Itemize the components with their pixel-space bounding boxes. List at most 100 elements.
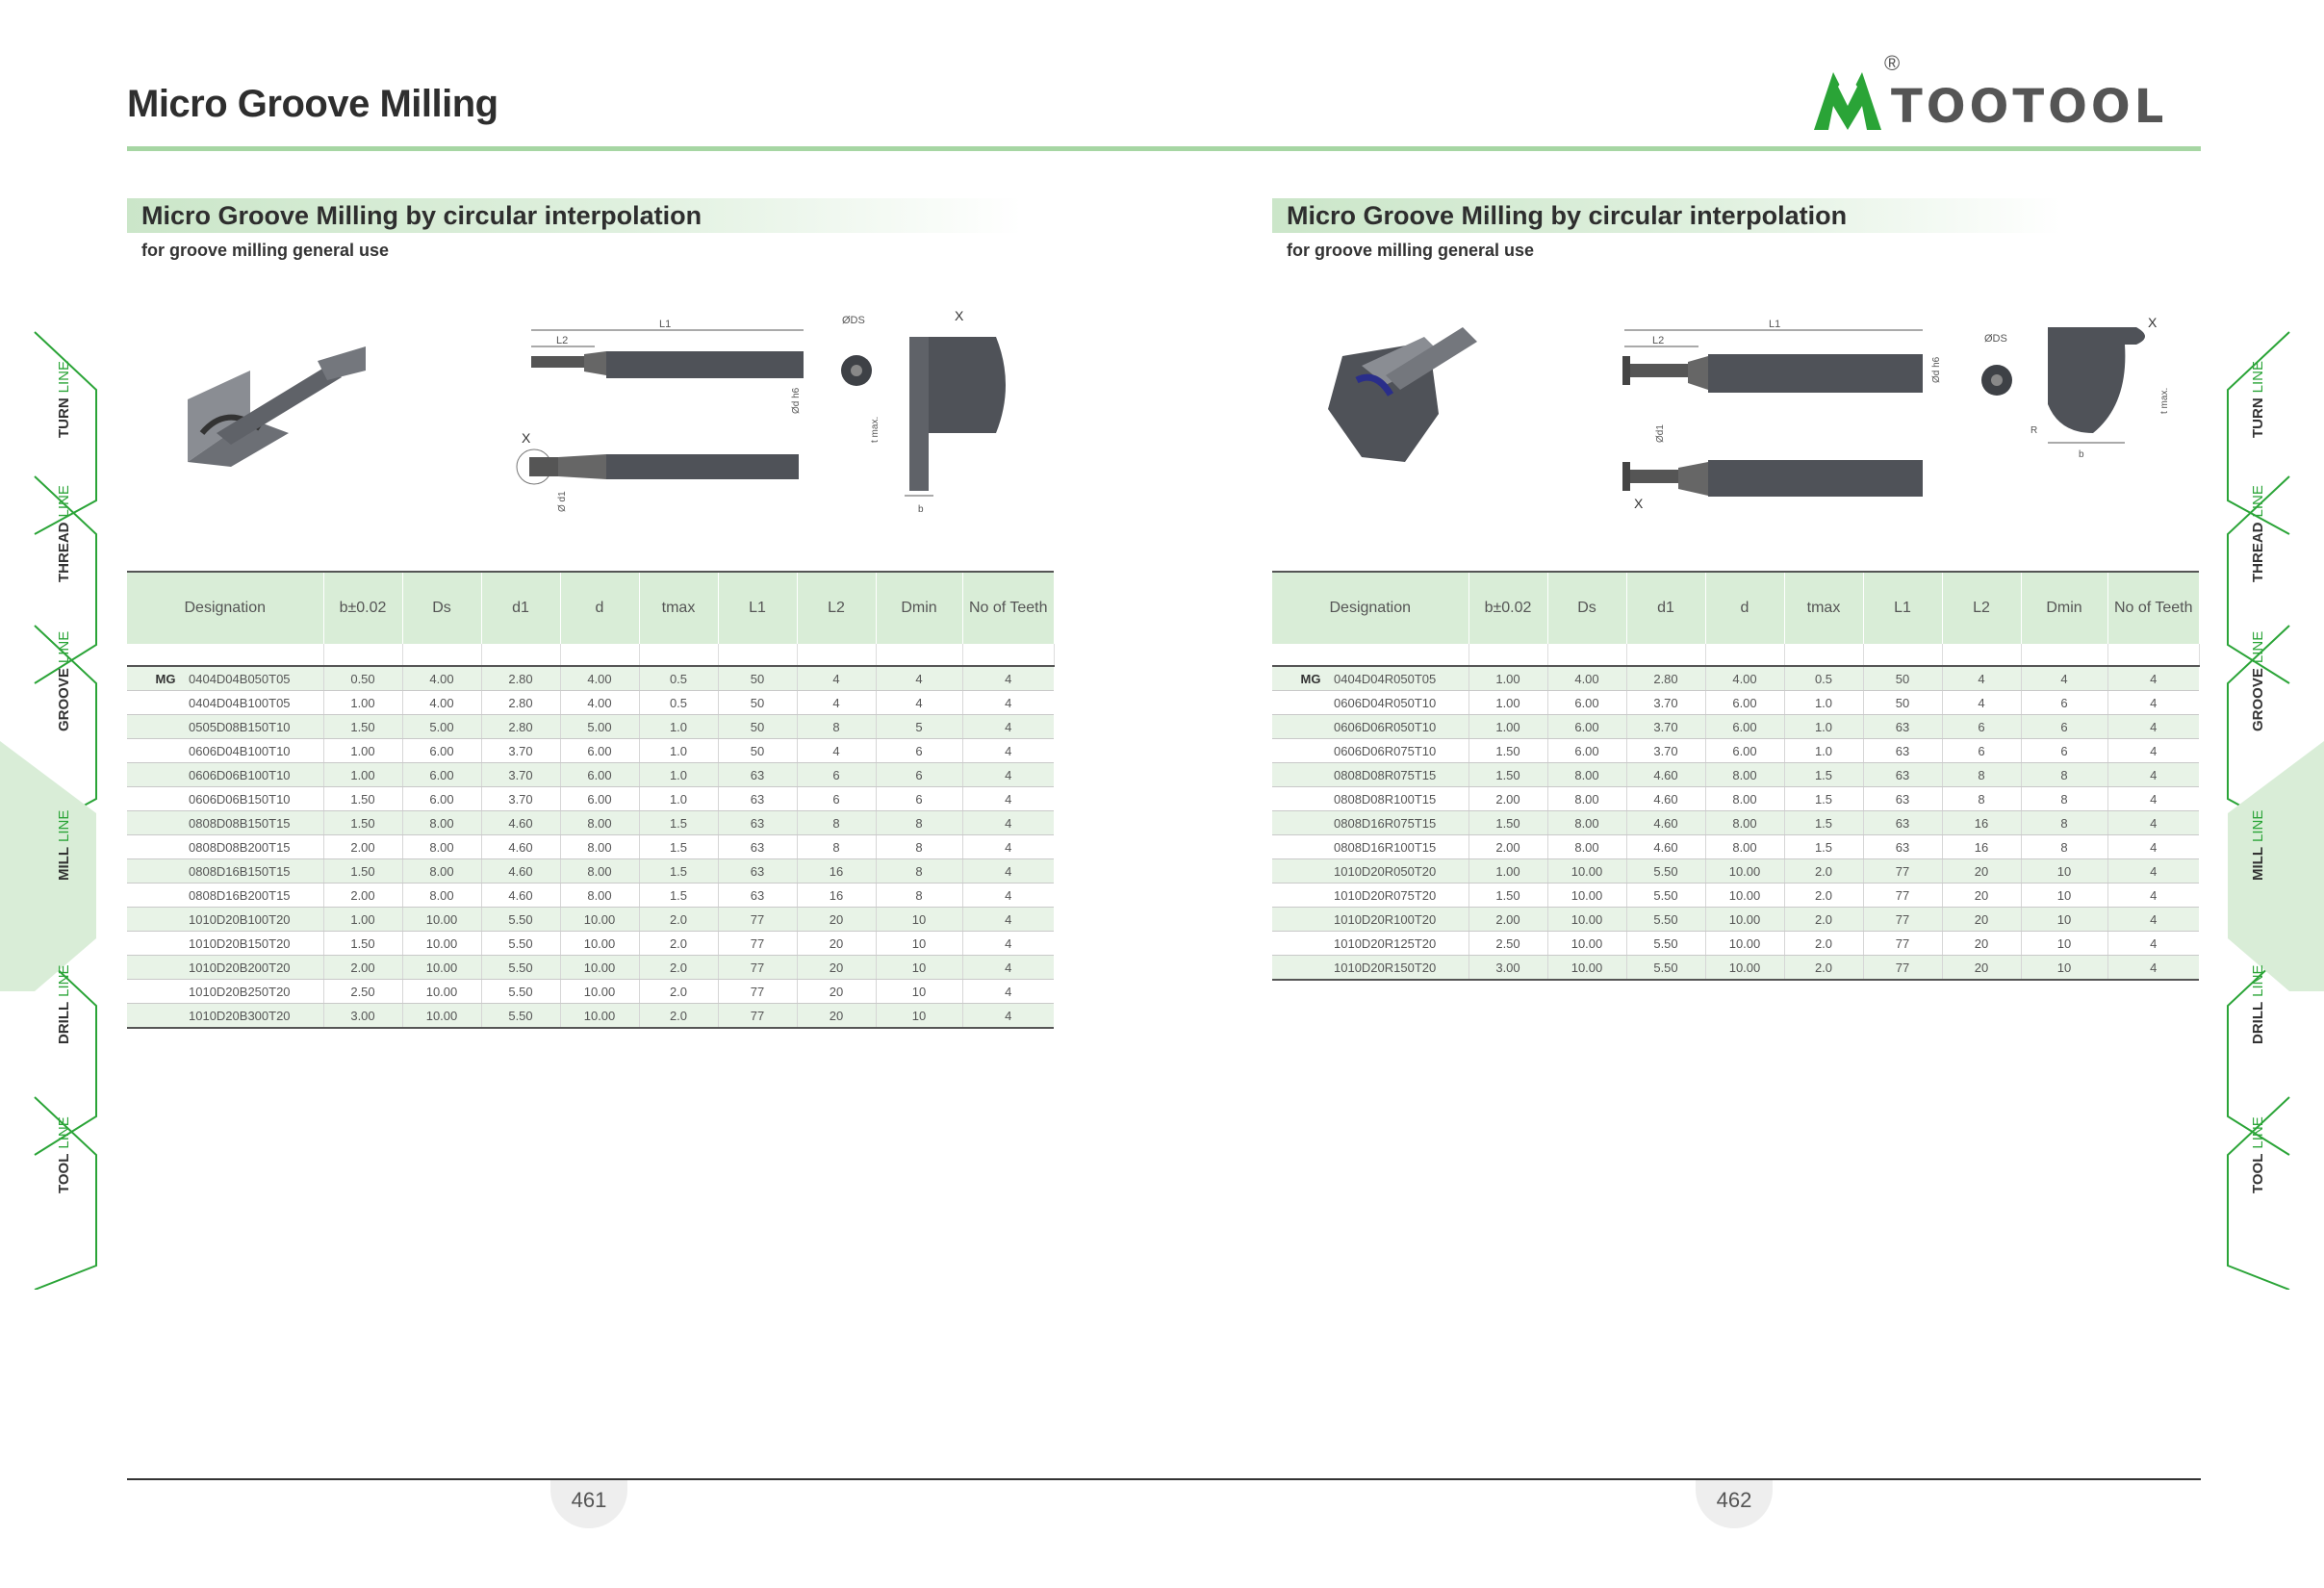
side-tab-drill[interactable]: DRILLLINE	[56, 881, 79, 1044]
value-cell: 8.00	[560, 834, 640, 859]
value-cell: 77	[718, 931, 798, 956]
designation-cell: 0606D06R075T10	[1272, 738, 1469, 763]
side-tab-thread[interactable]: THREADLINE	[2250, 419, 2273, 582]
value-cell: 4.00	[560, 666, 640, 691]
left-side-tabs	[0, 331, 97, 1290]
value-cell: 10.00	[402, 979, 482, 1004]
designation: 0606D06R075T10	[1334, 743, 1437, 758]
value-cell: 5.50	[481, 979, 561, 1004]
series-code	[127, 720, 189, 734]
value-cell: 2.50	[323, 979, 403, 1004]
value-cell: 10.00	[560, 1003, 640, 1029]
value-cell: 8.00	[560, 883, 640, 908]
series-code	[1272, 696, 1334, 710]
value-cell: 6.00	[1547, 738, 1627, 763]
value-cell: 3.00	[1468, 955, 1548, 981]
value-cell: 1.0	[639, 762, 719, 787]
value-cell: 4	[2107, 955, 2199, 981]
designation-cell: MG 0404D04R050T05	[1272, 666, 1469, 691]
value-cell: 4	[962, 810, 1054, 835]
series-code	[127, 696, 189, 710]
side-tab-mill[interactable]: MILLLINE	[56, 717, 79, 881]
value-cell: 4	[962, 666, 1054, 691]
designation-cell: 0606D06B150T10	[127, 786, 324, 811]
value-cell: 1.5	[639, 810, 719, 835]
value-cell: 20	[1942, 955, 2022, 981]
label-tmax: t max.	[870, 417, 881, 443]
designation: 0505D08B150T10	[189, 719, 291, 734]
value-cell: 3.70	[481, 786, 561, 811]
value-cell: 1.0	[1784, 738, 1864, 763]
value-cell: 4	[2107, 907, 2199, 932]
designation-cell: 1010D20B300T20	[127, 1003, 324, 1029]
value-cell: 10.00	[402, 955, 482, 980]
value-cell: 20	[797, 1003, 877, 1029]
value-cell: 2.0	[639, 931, 719, 956]
value-cell: 63	[718, 883, 798, 908]
side-tab-tool[interactable]: TOOLLINE	[2250, 1030, 2273, 1193]
value-cell: 4	[797, 666, 877, 691]
series-code: MG	[1300, 671, 1321, 686]
value-cell: 3.70	[1626, 714, 1706, 739]
value-cell: 63	[1863, 762, 1943, 787]
designation: 0404D04R050T05	[1334, 671, 1437, 686]
label-b: b	[918, 504, 924, 515]
side-tab-drill[interactable]: DRILLLINE	[2250, 881, 2273, 1044]
side-tab-turn[interactable]: TURNLINE	[56, 274, 79, 438]
value-cell: 16	[797, 858, 877, 884]
value-cell: 77	[718, 955, 798, 980]
value-cell: 10	[2021, 858, 2108, 884]
series-code	[127, 960, 189, 975]
series-code	[1272, 840, 1334, 855]
column-header: b±0.02	[323, 572, 403, 644]
side-tab-tool[interactable]: TOOLLINE	[56, 1030, 79, 1193]
designation: 0808D16B200T15	[189, 887, 291, 903]
registered-mark: ®	[1884, 51, 1901, 75]
value-cell: 2.00	[323, 955, 403, 980]
designation-cell: 1010D20B250T20	[127, 979, 324, 1004]
column-header: d1	[1626, 572, 1706, 644]
value-cell: 4.60	[481, 834, 561, 859]
designation: 0808D16B150T15	[189, 863, 291, 879]
side-tab-thread[interactable]: THREADLINE	[56, 419, 79, 582]
value-cell: 10.00	[560, 979, 640, 1004]
designation: 0606D04B100T10	[189, 743, 291, 758]
value-cell: 2.0	[1784, 931, 1864, 956]
page-number-461: 461	[550, 1480, 627, 1528]
column-header: No of Teeth	[2107, 572, 2199, 644]
value-cell: 4	[962, 979, 1054, 1004]
value-cell: 8.00	[402, 810, 482, 835]
value-cell: 8	[2021, 786, 2108, 811]
value-cell: 0.5	[1784, 666, 1864, 691]
side-tab-groove[interactable]: GROOVELINE	[2250, 568, 2273, 731]
value-cell: 4	[2107, 810, 2199, 835]
value-cell: 1.5	[1784, 810, 1864, 835]
designation: 0606D04R050T10	[1334, 695, 1437, 710]
value-cell: 8	[797, 810, 877, 835]
value-cell: 4.00	[560, 690, 640, 715]
value-cell: 10.00	[560, 907, 640, 932]
value-cell: 20	[797, 907, 877, 932]
tool-end-view-icon: ØDS	[841, 315, 872, 386]
label-b: b	[2079, 449, 2084, 460]
designation-cell: 1010D20B200T20	[127, 955, 324, 980]
series-code	[127, 912, 189, 927]
side-tab-mill[interactable]: MILLLINE	[2250, 717, 2273, 881]
value-cell: 8	[797, 834, 877, 859]
value-cell: 4	[962, 907, 1054, 932]
designation-cell: 1010D20B150T20	[127, 931, 324, 956]
side-tab-groove[interactable]: GROOVELINE	[56, 568, 79, 731]
section-subtitle-462: for groove milling general use	[1287, 241, 1535, 260]
tool-render-icon	[188, 346, 366, 467]
value-cell: 2.0	[1784, 858, 1864, 884]
value-cell: 4	[2107, 666, 2199, 691]
side-tab-label: TOOL	[2250, 1153, 2266, 1193]
side-tab-turn[interactable]: TURNLINE	[2250, 274, 2273, 438]
value-cell: 16	[1942, 834, 2022, 859]
designation-cell: 0808D08R100T15	[1272, 786, 1469, 811]
